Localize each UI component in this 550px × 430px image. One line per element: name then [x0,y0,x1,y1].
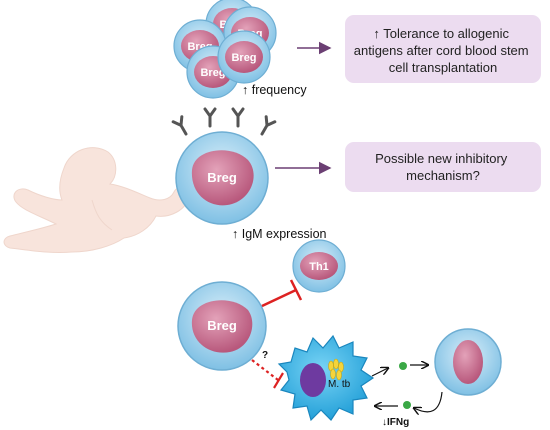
cell-label: Breg [231,52,256,64]
ifng-release-arrow [414,391,443,412]
cell-label: Breg [207,170,237,185]
question-mark: ? [262,350,268,361]
dashed-inhibition [251,359,284,389]
breg-cell: Breg [217,30,271,84]
outcome-line: cell transplantation [389,60,497,75]
inhibitory-outcome-box: Possible new inhibitory mechanism? [345,142,541,192]
mtb-label: M. tb [328,379,351,390]
breg-cell-igm: Breg [175,131,269,225]
ifng-label: ↓IFNg [382,417,409,428]
effector-cell [434,328,502,396]
mtb-cluster [328,358,344,381]
breg-cell-large: Breg [177,281,267,371]
cell-label: Th1 [309,261,329,273]
tolerance-outcome-box: ↑ Tolerance to allogenic antigens after … [345,15,541,83]
outcome-line: mechanism? [406,168,480,183]
frequency-caption: ↑ frequency [242,83,307,97]
igm-caption: ↑ IgM expression [232,227,327,241]
macrophage-nucleus [300,363,326,397]
inhibition-to-th1 [261,279,303,308]
macrophage: M. tb [277,334,375,422]
ifng-dot [403,401,411,409]
arrow-to-dot [371,368,388,377]
cytokine-dot [399,362,407,370]
inhibitory-outcome-text: Possible new inhibitory mechanism? [375,151,511,183]
infant-illustration [3,147,189,253]
cell-label: Breg [207,318,237,333]
tolerance-outcome-text: ↑ Tolerance to allogenic antigens after … [354,26,533,75]
cell-label: Breg [200,67,225,79]
th1-cell: Th1 [292,239,346,293]
breg-cluster: Breg Breg Breg Breg Breg [173,0,277,99]
outcome-line: ↑ Tolerance to allogenic [373,26,509,41]
igm-antibodies [171,107,277,136]
outcome-line: Possible new inhibitory [375,151,508,166]
outcome-line: antigens after cord blood stem [354,43,529,58]
